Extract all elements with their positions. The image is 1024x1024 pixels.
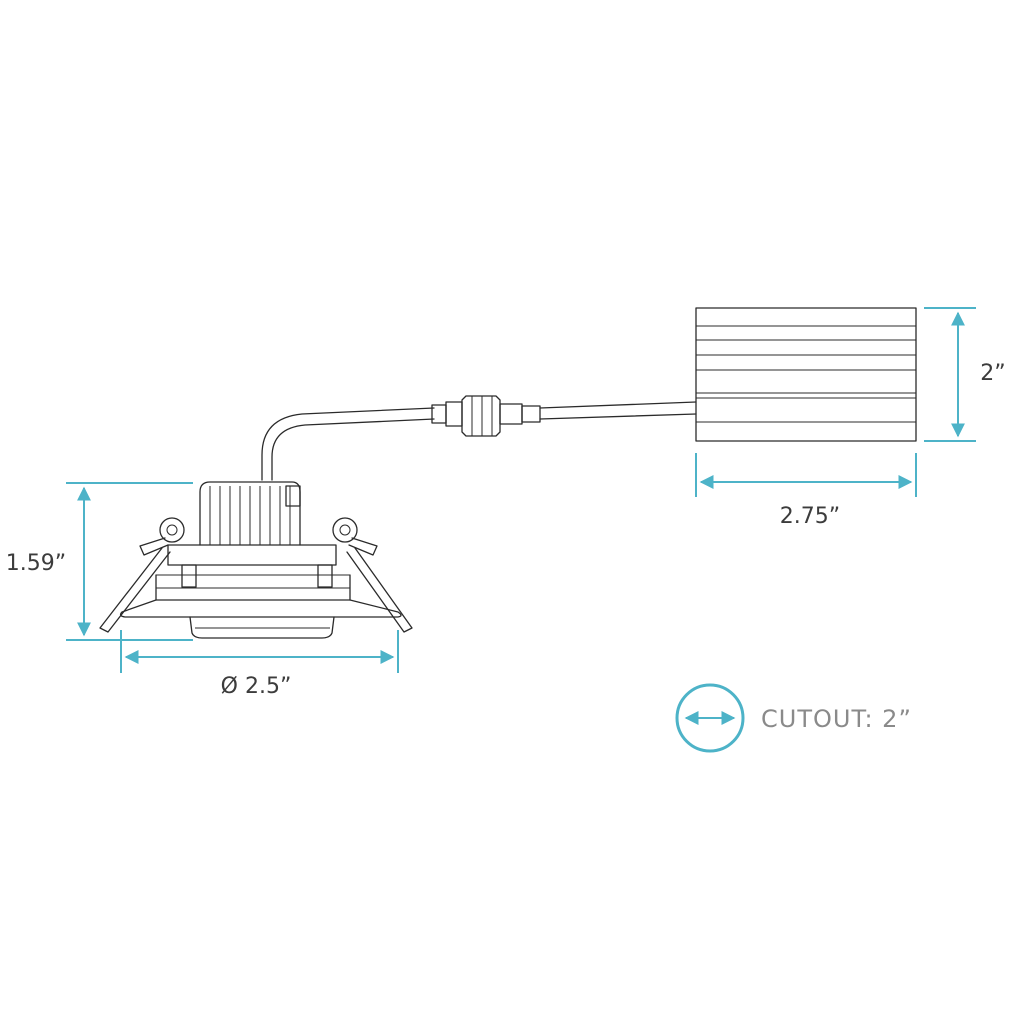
dimension-fixture-height: 1.59” bbox=[6, 482, 193, 641]
dimension-driver-height: 2” bbox=[924, 307, 1006, 442]
heat-sink bbox=[199, 481, 301, 546]
cutout-circle-icon bbox=[675, 683, 745, 753]
recessed-light-fixture bbox=[99, 481, 413, 639]
fixture-diameter-label: Ø 2.5” bbox=[221, 674, 292, 699]
trim-flange bbox=[119, 599, 402, 618]
right-spring-clip bbox=[332, 517, 413, 633]
lens bbox=[189, 616, 335, 639]
cutout-label: CUTOUT: 2” bbox=[761, 705, 912, 733]
driver-width-label: 2.75” bbox=[780, 504, 840, 529]
dimension-fixture-diameter: Ø 2.5” bbox=[120, 630, 399, 699]
left-spring-clip bbox=[99, 517, 185, 633]
left-clip-post bbox=[181, 564, 197, 588]
dimension-driver-width: 2.75” bbox=[695, 453, 917, 529]
cable-connector bbox=[431, 395, 541, 437]
right-clip-post bbox=[317, 564, 333, 588]
driver-box bbox=[695, 307, 917, 442]
cutout-legend: CUTOUT: 2” bbox=[675, 683, 912, 753]
power-cable bbox=[261, 401, 697, 481]
fixture-height-label: 1.59” bbox=[6, 551, 66, 576]
mount-plate bbox=[167, 544, 337, 566]
driver-height-label: 2” bbox=[980, 361, 1005, 386]
